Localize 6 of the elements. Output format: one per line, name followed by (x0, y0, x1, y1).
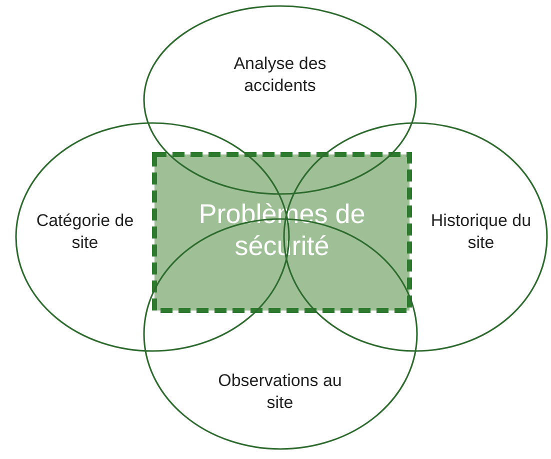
circle-label: Observations au site (217, 370, 343, 414)
venn-circle (143, 5, 417, 195)
circle-label: Catégorie de site (35, 210, 135, 254)
dashed-rectangle (152, 152, 412, 313)
circle-label: Analyse des accidents (232, 53, 328, 97)
circle-label: Historique du site (430, 210, 532, 254)
